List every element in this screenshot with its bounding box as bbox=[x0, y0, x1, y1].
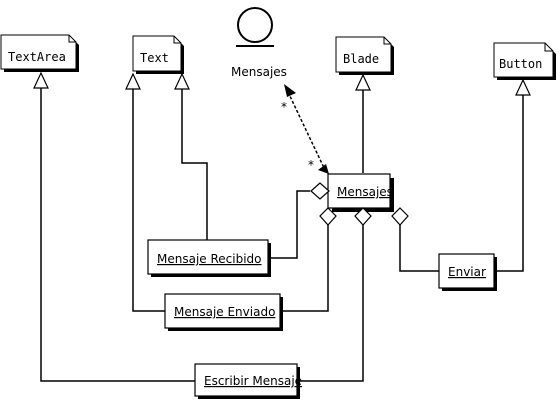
connectors bbox=[40, 87, 524, 382]
diamond-left bbox=[310, 182, 330, 200]
class-escribir-mensaje: Escribir Mensaje bbox=[194, 363, 302, 399]
association-actor-mensajes bbox=[287, 91, 326, 171]
triangle-textarea bbox=[33, 71, 49, 89]
generalization-arrowheads bbox=[33, 71, 531, 96]
generalization-enviado-text bbox=[132, 88, 165, 312]
arrowhead-to-actor bbox=[284, 84, 296, 97]
lib-class-button: Button bbox=[493, 42, 556, 80]
class-recibido-label: Mensaje Recibido bbox=[157, 252, 262, 266]
blade-label: Blade bbox=[343, 52, 379, 66]
aggregation-enviado-mensajes bbox=[280, 225, 329, 312]
triangle-text-left bbox=[125, 72, 141, 90]
class-enviar-label: Enviar bbox=[448, 265, 486, 279]
triangle-button bbox=[515, 78, 531, 96]
multiplicity-actor-end: * bbox=[281, 100, 287, 114]
class-enviado-label: Mensaje Enviado bbox=[174, 305, 275, 319]
multiplicity-class-end: * bbox=[308, 158, 314, 172]
class-mensajes: Mensajes bbox=[327, 173, 394, 212]
class-mensaje-enviado: Mensaje Enviado bbox=[164, 293, 283, 331]
lib-class-textarea: TextArea bbox=[0, 34, 79, 72]
actor-label: Mensajes bbox=[231, 65, 287, 79]
diamond-enviado bbox=[319, 207, 337, 226]
class-escribir-label: Escribir Mensaje bbox=[204, 374, 302, 388]
arrowhead-to-mensajes bbox=[318, 164, 329, 174]
generalization-escribir-textarea bbox=[40, 87, 195, 382]
aggregation-diamonds bbox=[310, 182, 409, 226]
diamond-escribir bbox=[354, 207, 372, 226]
class-mensaje-recibido: Mensaje Recibido bbox=[147, 239, 271, 277]
generalization-enviar-button bbox=[494, 95, 524, 272]
generalization-recibido-text bbox=[181, 88, 208, 240]
lib-class-text: Text bbox=[132, 35, 184, 74]
aggregation-enviar-mensajes bbox=[399, 225, 439, 272]
triangle-blade bbox=[355, 73, 371, 91]
triangle-text-right bbox=[174, 72, 190, 90]
aggregation-escribir-mensajes bbox=[297, 225, 364, 382]
textarea-label: TextArea bbox=[8, 50, 66, 64]
class-mensajes-label: Mensajes bbox=[337, 185, 393, 199]
lib-class-blade: Blade bbox=[335, 36, 394, 75]
class-enviar: Enviar bbox=[438, 253, 497, 291]
aggregation-recibido-mensajes bbox=[268, 190, 310, 259]
actor-mensajes: Mensajes bbox=[231, 7, 287, 79]
diamond-enviar bbox=[391, 207, 409, 226]
button-label: Button bbox=[499, 57, 542, 71]
text-label: Text bbox=[140, 51, 169, 65]
